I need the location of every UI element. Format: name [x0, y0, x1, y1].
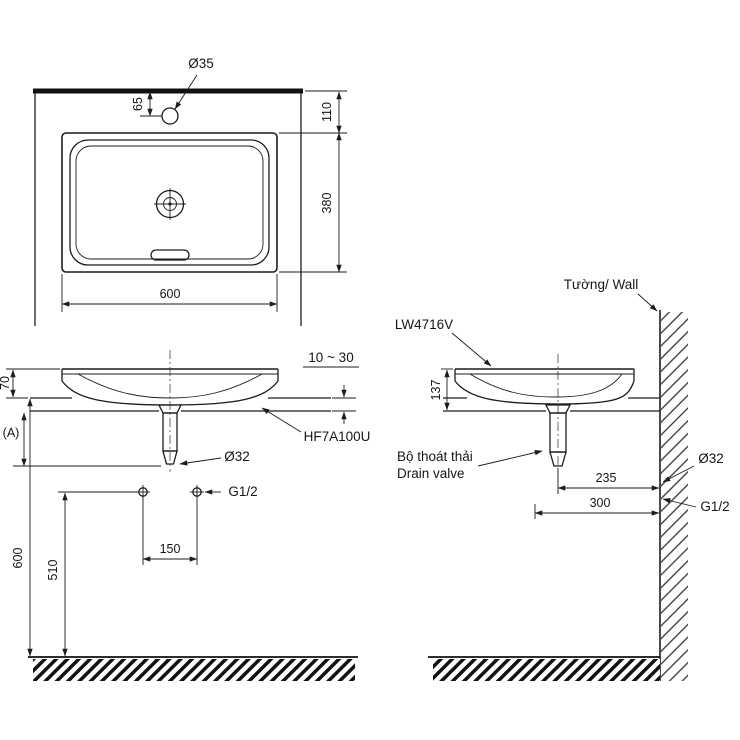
dim-A-label: (A)	[3, 426, 20, 440]
counter-thickness-label: 10 ~ 30	[308, 350, 353, 365]
basin-outline	[61, 132, 278, 273]
dim-380-label: 380	[320, 193, 334, 214]
basin-rim-inner2	[75, 145, 264, 260]
drain-dia-label: Ø32	[224, 449, 250, 464]
drain-tip	[162, 450, 178, 465]
drain-fitting-label: HF7A100U	[304, 429, 371, 444]
dim-65-label: 65	[131, 97, 145, 111]
supply-stub-right	[190, 485, 204, 499]
basin-body-curve	[454, 380, 635, 405]
dim-110-label: 110	[320, 102, 334, 122]
drain-tip	[549, 451, 567, 467]
basin-inner-curve	[469, 373, 623, 398]
drain-valve-label-en: Drain valve	[397, 466, 465, 481]
supply-thread-label: G1/2	[228, 484, 257, 499]
dim-510-label: 510	[46, 560, 60, 581]
plan-view: Ø35 65 110 380 600	[33, 56, 347, 326]
drain-valve-leader	[477, 450, 543, 467]
wall-supply-thread-label: G1/2	[700, 499, 729, 514]
model-leader	[451, 332, 492, 367]
dim-300-label: 300	[590, 496, 611, 510]
drain-dia-leader	[179, 457, 222, 466]
faucet-dia-label: Ø35	[188, 56, 214, 71]
supply-stub-left	[136, 485, 150, 499]
wall-leader	[637, 293, 658, 312]
dim-235-label: 235	[596, 471, 617, 485]
wall-label: Tường/ Wall	[564, 277, 638, 292]
faucet-hole	[161, 107, 179, 125]
front-view: 70 (A) 10 ~ 30 HF7A100U Ø32 G1/2	[0, 350, 370, 681]
dim-137-label: 137	[429, 380, 443, 401]
model-label: LW4716V	[395, 317, 453, 332]
wall-drain-dia-label: Ø32	[698, 451, 724, 466]
drain-valve-label-vi: Bộ thoát thải	[397, 449, 473, 464]
floor-hatch-left	[33, 659, 355, 681]
fitting-leader	[261, 407, 302, 433]
side-view: Tường/ Wall LW4716V 137 Bộ thoát thải Dr…	[395, 277, 730, 681]
dim-600h-label: 600	[11, 548, 25, 569]
overflow-slot	[150, 249, 190, 261]
wall-drain-leader	[662, 465, 695, 483]
basin-rim-inner	[69, 139, 270, 266]
dim-600-label: 600	[160, 287, 181, 301]
dim-150-label: 150	[160, 542, 181, 556]
faucet-leader	[174, 74, 198, 110]
basin-inner-curve	[77, 373, 263, 399]
dim-70-label: 70	[0, 376, 12, 390]
floor-hatch-right	[433, 659, 660, 681]
wall-supply-leader	[662, 498, 697, 508]
wall-hatch	[661, 312, 688, 681]
